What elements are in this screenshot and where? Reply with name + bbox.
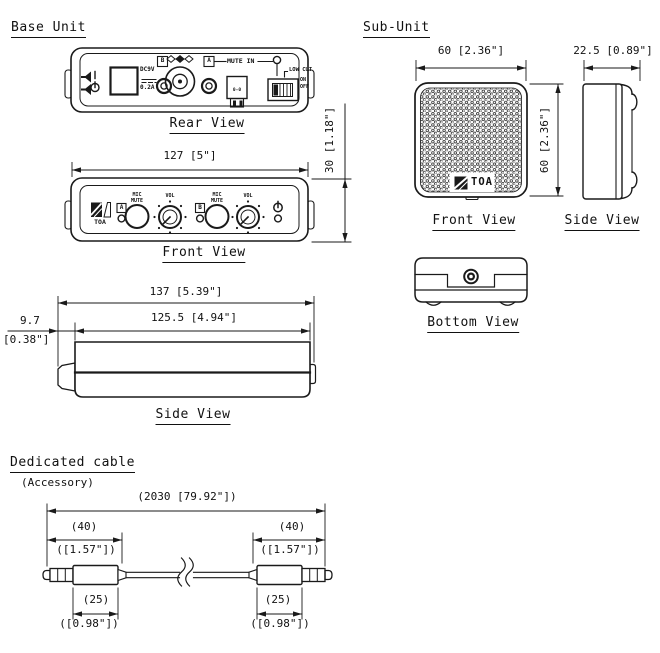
base-unit-title: Base Unit — [11, 20, 86, 39]
cable-dim-overall: (2030 [79.92"]) — [137, 490, 237, 503]
dc-jack-icon — [164, 66, 196, 97]
cable-dim-body-left-inch: ([0.98"]) — [59, 617, 119, 630]
power-state-icons — [90, 70, 100, 93]
power-button — [109, 66, 139, 96]
cable-dim-plug-left: (40) — [70, 520, 98, 533]
dim-front-height: 30 [1.18"] — [322, 106, 336, 174]
foot-left — [425, 301, 442, 306]
cable-plug-left — [42, 564, 127, 586]
mute-in-callout — [213, 55, 289, 78]
jack-a-label: A — [207, 57, 211, 64]
dc-symbol-icon — [141, 79, 157, 83]
mic-mute-a-label-1: MIC — [132, 192, 142, 198]
sub-dim-width: 60 [2.36"] — [437, 44, 505, 57]
channel-b-box — [194, 202, 206, 214]
vol-a-label: VOL — [165, 193, 175, 199]
dim-front-width: 127 [5"] — [163, 149, 217, 162]
front-channel-a-label: A — [119, 204, 124, 211]
dc-voltage-label: DC9V — [140, 66, 155, 73]
cable-title: Dedicated cable — [10, 455, 135, 474]
bottom-view-label: Bottom View — [427, 315, 519, 334]
sub-unit-front-view — [414, 82, 528, 201]
mic-mute-button-a — [124, 204, 150, 229]
dimension-arrows — [47, 65, 640, 617]
cable-dim-body-right-inch: ([0.98"]) — [250, 617, 310, 630]
toa-logo — [90, 202, 111, 218]
vol-b-label: VOL — [243, 193, 253, 199]
sub-dim-depth: 22.5 [0.89"] — [573, 44, 653, 57]
channel-b-led — [195, 214, 205, 223]
foot-right — [499, 301, 516, 306]
knob-protrusion — [57, 362, 76, 392]
cable-jack-icon — [463, 268, 479, 285]
polarity-icon — [166, 54, 194, 64]
dim-side-protrusion-mm: 9.7 — [20, 314, 40, 327]
power-icon — [273, 200, 283, 213]
cable-dim-body-right: (25) — [264, 593, 292, 606]
jack-b-box — [156, 55, 169, 68]
dip-off-label: OFF — [300, 84, 310, 90]
front-view-label: Front View — [162, 245, 246, 264]
dim-side-body: 125.5 [4.94"] — [150, 311, 238, 324]
volume-knob-a — [153, 200, 187, 234]
cable-dim-plug-right: (40) — [278, 520, 306, 533]
front-channel-b-label: B — [198, 204, 202, 211]
power-led — [273, 214, 283, 223]
cable-subtitle: (Accessory) — [21, 476, 94, 489]
base-unit-front-view — [64, 177, 315, 242]
mic-mute-a-label-2: MUTE — [130, 198, 144, 204]
volume-knob-b — [231, 200, 265, 234]
mute-in-connector-icon — [226, 75, 248, 108]
connector-pins-label: 0-0 — [232, 87, 242, 93]
mounting-lug-bottom — [631, 171, 638, 189]
dim-side-overall: 137 [5.39"] — [149, 285, 223, 298]
jack-b-label: B — [160, 57, 165, 64]
dip-on-label: ON — [300, 77, 307, 83]
cable-plug-right — [248, 564, 333, 586]
base-unit-side-view — [57, 341, 317, 398]
cable-line — [125, 571, 250, 579]
sub-unit-title: Sub-Unit — [363, 20, 430, 39]
dc-current-label: 0.2A — [140, 84, 155, 91]
mic-mute-button-b — [204, 204, 230, 229]
sub-front-view-label: Front View — [432, 213, 516, 232]
sub-dim-height: 60 [2.36"] — [537, 106, 551, 174]
rear-tab — [309, 363, 317, 385]
base-unit-rear-view — [64, 47, 315, 113]
sub-toa-text: TOA — [471, 176, 493, 188]
mic-mute-b-label-2: MUTE — [210, 198, 224, 204]
dim-side-protrusion-inch: [0.38"] — [3, 333, 50, 346]
cable-dim-plug-left-inch: ([1.57"]) — [56, 543, 116, 556]
low-cut-label: LOW CUT — [289, 66, 313, 73]
extension-lines — [46, 60, 641, 620]
toa-logo — [453, 176, 469, 191]
cable-drawing — [42, 557, 333, 587]
cable-dim-plug-right-inch: ([1.57"]) — [260, 543, 320, 556]
sub-unit-bottom-view — [414, 257, 528, 306]
jack-a-icon — [200, 77, 218, 95]
speaker-out-icons — [81, 71, 91, 95]
dip-switch-icon — [267, 78, 299, 102]
jack-b-icon — [155, 77, 173, 95]
base-toa-text: TOA — [94, 217, 106, 226]
cable-dim-body-left: (25) — [82, 593, 110, 606]
sub-side-view-label: Side View — [564, 213, 640, 232]
mute-in-label: MUTE IN — [227, 56, 255, 65]
mic-mute-b-label-1: MIC — [212, 192, 222, 198]
cable-break-icon — [177, 557, 194, 587]
mounting-lug-top — [631, 93, 638, 111]
base-side-view-label: Side View — [155, 407, 231, 426]
sub-unit-side-view — [582, 83, 638, 200]
rear-view-label: Rear View — [169, 116, 245, 135]
channel-a-box — [116, 202, 127, 214]
